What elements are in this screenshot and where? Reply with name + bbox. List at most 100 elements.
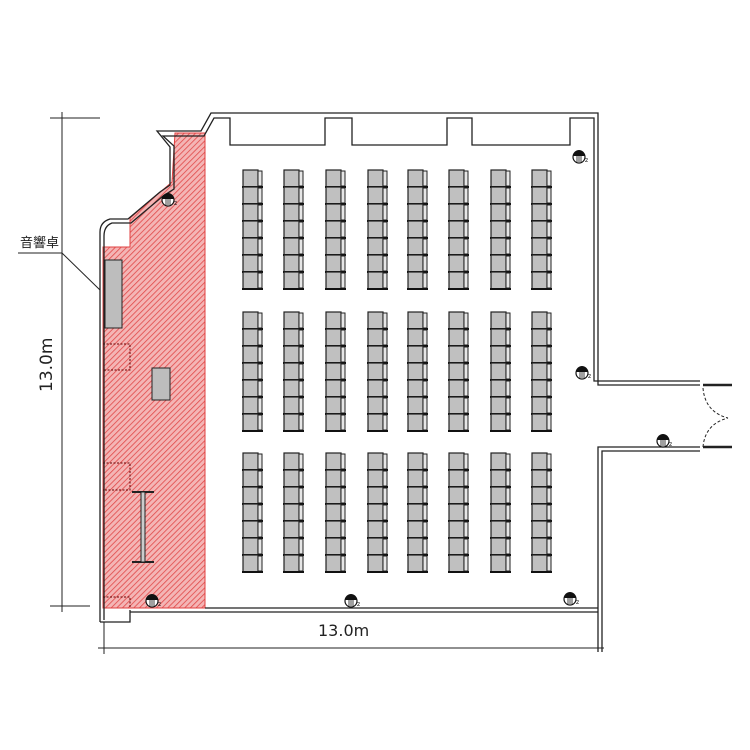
chair <box>531 396 552 415</box>
chair <box>490 520 511 539</box>
sound-desk-leader <box>18 252 101 291</box>
chair <box>283 537 304 556</box>
chair <box>490 203 511 222</box>
chair <box>283 452 304 471</box>
chair <box>490 554 511 573</box>
chair <box>407 220 428 239</box>
chair <box>325 413 346 432</box>
chair <box>531 452 552 471</box>
chair <box>325 254 346 273</box>
chair <box>367 452 388 471</box>
chair <box>490 169 511 188</box>
chair <box>407 169 428 188</box>
chair <box>283 396 304 415</box>
chair <box>242 469 263 488</box>
chair <box>242 486 263 505</box>
walls <box>99 112 700 652</box>
chair <box>490 186 511 205</box>
chair <box>407 413 428 432</box>
chair <box>448 271 469 290</box>
dotted-outline <box>103 343 131 608</box>
chair <box>242 554 263 573</box>
chair <box>448 362 469 381</box>
chair <box>325 203 346 222</box>
height-dimension <box>50 112 100 612</box>
sound-desk-label: 音響卓 <box>20 235 59 251</box>
chair <box>367 503 388 522</box>
chair <box>531 271 552 290</box>
chair <box>448 254 469 273</box>
chair <box>325 362 346 381</box>
chair <box>242 220 263 239</box>
chair <box>283 311 304 330</box>
outlet-icon: z <box>563 592 579 606</box>
chair <box>367 254 388 273</box>
chair <box>242 203 263 222</box>
chair <box>367 345 388 364</box>
chair <box>325 554 346 573</box>
chair <box>490 254 511 273</box>
chair <box>490 503 511 522</box>
chair <box>367 186 388 205</box>
table <box>151 367 171 401</box>
chair <box>490 362 511 381</box>
chair <box>407 503 428 522</box>
svg-text:z: z <box>576 599 579 606</box>
chair <box>448 345 469 364</box>
chair <box>448 186 469 205</box>
chair <box>531 520 552 539</box>
chair <box>407 203 428 222</box>
outlet-icon: z <box>656 434 672 448</box>
chair <box>325 271 346 290</box>
chair <box>325 469 346 488</box>
chair <box>407 311 428 330</box>
chair <box>490 237 511 256</box>
chair <box>407 469 428 488</box>
chair <box>490 345 511 364</box>
door[interactable] <box>702 387 729 448</box>
chair <box>531 345 552 364</box>
chair <box>407 379 428 398</box>
chair <box>325 345 346 364</box>
chair <box>283 186 304 205</box>
chair <box>531 220 552 239</box>
chair <box>407 520 428 539</box>
chair <box>490 328 511 347</box>
seating-area <box>242 169 552 573</box>
chair <box>490 379 511 398</box>
chair <box>490 311 511 330</box>
chair <box>325 396 346 415</box>
chair <box>367 469 388 488</box>
chair <box>242 520 263 539</box>
chair <box>448 328 469 347</box>
svg-text:z: z <box>357 601 360 608</box>
chair <box>531 413 552 432</box>
chair <box>448 396 469 415</box>
svg-text:z: z <box>174 200 177 207</box>
chair <box>325 220 346 239</box>
width-dimension <box>98 622 604 654</box>
chair <box>531 379 552 398</box>
chair <box>367 486 388 505</box>
chair <box>531 486 552 505</box>
chair <box>448 203 469 222</box>
chair <box>325 186 346 205</box>
chair <box>531 169 552 188</box>
chair <box>531 311 552 330</box>
chair <box>367 271 388 290</box>
chair <box>490 469 511 488</box>
chair <box>325 503 346 522</box>
chair <box>367 362 388 381</box>
chair <box>283 169 304 188</box>
chair <box>325 328 346 347</box>
height-dimension-label: 13.0m <box>37 338 57 392</box>
chair <box>325 237 346 256</box>
chair <box>283 520 304 539</box>
chair <box>448 469 469 488</box>
chair <box>407 345 428 364</box>
chair <box>448 311 469 330</box>
chair <box>242 186 263 205</box>
chair <box>531 362 552 381</box>
chair <box>325 379 346 398</box>
